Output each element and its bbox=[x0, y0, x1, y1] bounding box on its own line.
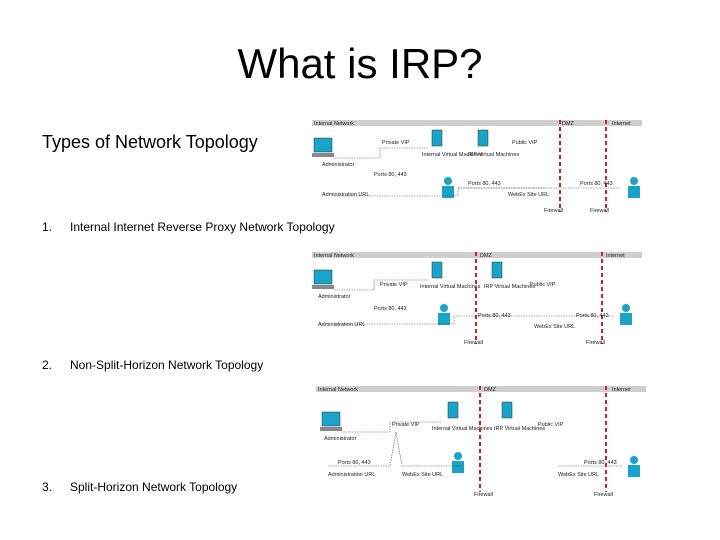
diagram-label: Ports 80, 443 bbox=[374, 306, 407, 312]
topology-item-1: 1. Internal Internet Reverse Proxy Networ… bbox=[42, 220, 335, 234]
slide-title: What is IRP? bbox=[237, 40, 483, 87]
diagram-label: Public VIP bbox=[538, 422, 564, 428]
computer-icon bbox=[312, 137, 334, 157]
diagram-label: Firewall bbox=[544, 208, 563, 214]
zone-label-internal: Internal Network bbox=[314, 121, 354, 127]
diagram-label: Internal Virtual Machines bbox=[422, 152, 483, 158]
diagram-label: WebEx Site URL bbox=[508, 192, 549, 198]
item-label: Internal Internet Reverse Proxy Network … bbox=[70, 220, 335, 234]
diagram-label: Administration URL bbox=[318, 322, 365, 328]
zone-label-internal: Internal Network bbox=[314, 253, 354, 259]
diagram-label: Ports 80, 443 bbox=[338, 460, 371, 466]
diagram-label: Public VIP bbox=[530, 282, 556, 288]
server-icon bbox=[431, 261, 503, 279]
diagram-label: Administrator bbox=[318, 294, 351, 300]
diagram-label: Internal Virtual Machines bbox=[420, 284, 481, 290]
user-icon bbox=[438, 304, 632, 325]
item-number: 3. bbox=[42, 480, 53, 494]
diagram-label: IRP Virtual Machines bbox=[494, 426, 545, 432]
topology-item-2: 2. Non-Split-Horizon Network Topology bbox=[42, 358, 263, 372]
diagram-label: IRP Virtual Machines bbox=[484, 284, 535, 290]
topology-item-3: 3. Split-Horizon Network Topology bbox=[42, 480, 237, 494]
diagram-label: Internal Virtual Machines bbox=[432, 426, 493, 432]
diagram-label: Ports 80, 443 bbox=[468, 181, 501, 187]
diagram-label: Administration URL bbox=[328, 472, 375, 478]
zone-label-dmz: DMZ bbox=[562, 121, 575, 127]
diagram-label: Administrator bbox=[322, 162, 355, 168]
zone-bar bbox=[312, 120, 642, 126]
user-icon bbox=[442, 177, 640, 198]
computer-icon bbox=[320, 411, 342, 431]
item-number: 2. bbox=[42, 358, 53, 372]
computer-icon bbox=[312, 269, 334, 289]
diagram-label: Ports 80, 443 bbox=[374, 172, 407, 178]
zone-label-internet: Internet bbox=[612, 121, 631, 127]
diagram-label: Administration URL bbox=[322, 192, 369, 198]
diagram-label: Firewall bbox=[590, 208, 609, 214]
diagram-label: Administrator bbox=[324, 436, 357, 442]
topology-diagram-3: Internal Network DMZ Internet Administra… bbox=[316, 386, 646, 498]
diagram-label: Firewall bbox=[464, 340, 483, 346]
topology-diagram-1: Internal Network DMZ Internet Administra… bbox=[312, 120, 642, 214]
diagram-label: Firewall bbox=[594, 492, 613, 498]
diagram-label: Firewall bbox=[474, 492, 493, 498]
diagram-label: WebEx Site URL bbox=[402, 472, 443, 478]
item-label: Non-Split-Horizon Network Topology bbox=[70, 358, 264, 372]
diagram-label: WebEx Site URL bbox=[534, 324, 575, 330]
slide-subtitle: Types of Network Topology bbox=[42, 132, 258, 152]
zone-label-internet: Internet bbox=[606, 253, 625, 259]
diagram-label: WebEx Site URL bbox=[558, 472, 599, 478]
diagram-label: Ports 80, 443 bbox=[580, 181, 613, 187]
diagram-label: Public VIP bbox=[512, 140, 538, 146]
zone-label-internal: Internal Network bbox=[318, 387, 358, 393]
zone-label-dmz: DMZ bbox=[480, 253, 493, 259]
diagram-label: Ports 80, 443 bbox=[576, 313, 609, 319]
server-icon bbox=[431, 129, 489, 147]
item-number: 1. bbox=[42, 220, 53, 234]
diagram-label: Private VIP bbox=[380, 282, 408, 288]
diagram-label: Private VIP bbox=[382, 140, 410, 146]
diagram-label: Ports 80, 443 bbox=[478, 313, 511, 319]
zone-label-dmz: DMZ bbox=[484, 387, 497, 393]
user-icon bbox=[452, 452, 640, 477]
diagram-label: Private VIP bbox=[392, 422, 420, 428]
diagram-label: Firewall bbox=[586, 340, 605, 346]
diagram-label: Ports 80, 443 bbox=[584, 460, 617, 466]
zone-label-internet: Internet bbox=[612, 387, 631, 393]
diagram-label: IRP Virtual Machines bbox=[468, 152, 519, 158]
server-icon bbox=[447, 401, 513, 419]
item-label: Split-Horizon Network Topology bbox=[70, 480, 238, 494]
topology-diagram-2: Internal Network DMZ Internet Administra… bbox=[312, 252, 642, 346]
